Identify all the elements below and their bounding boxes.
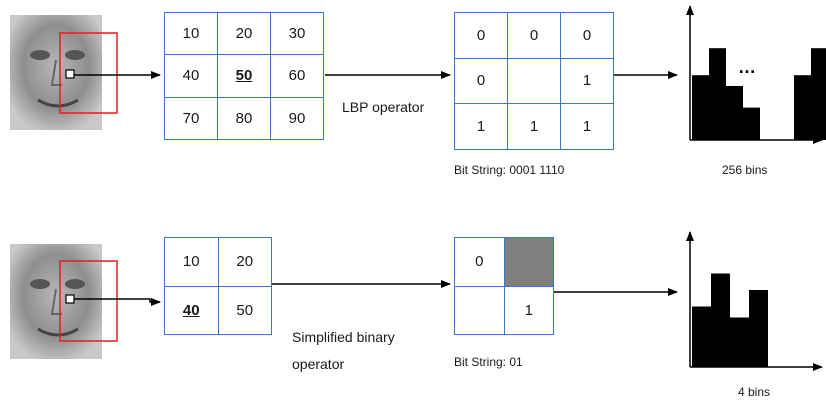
histogram-bar (692, 75, 709, 140)
arrow-face-to-grid-2 (74, 298, 161, 306)
grid-cell: 50 (217, 285, 272, 335)
bit-cell (454, 285, 505, 335)
bit-cell: 1 (560, 57, 614, 105)
bit-cell: 0 (454, 237, 505, 287)
grid-cell: 10 (164, 237, 219, 287)
binary-grid-2: 0 1 (454, 237, 554, 335)
grid-cell: 40 (164, 54, 218, 98)
roi-box-2 (59, 260, 118, 342)
bins-label-2: 4 bins (738, 385, 771, 399)
histogram-bar (749, 290, 768, 367)
bit-cell: 1 (454, 103, 508, 150)
grid-cell: 30 (270, 11, 324, 56)
roi-box-1 (59, 32, 118, 114)
masked-cell (503, 237, 554, 287)
bit-cell: 0 (454, 12, 508, 59)
bit-cell: 1 (507, 103, 561, 150)
face-image-1 (10, 15, 118, 130)
input-grid-1: 10 20 30 40 50 60 70 80 90 (164, 11, 324, 141)
grid-cell: 60 (270, 54, 324, 98)
histogram-bar (730, 317, 749, 367)
operator-label-2-line-1: Simplified binary (292, 329, 395, 345)
histogram-2 (686, 231, 823, 371)
bit-string-1: Bit String: 0001 1110 (454, 163, 565, 177)
face-image-2 (10, 244, 118, 359)
grid-cell: 20 (217, 11, 271, 56)
histogram-bar (811, 48, 826, 141)
bit-string-2: Bit String: 01 (454, 355, 523, 369)
histogram-ellipsis-1: … (738, 57, 756, 77)
grid-cell: 70 (164, 96, 218, 141)
bit-cell: 0 (560, 12, 614, 59)
grid-cell: 10 (164, 11, 218, 56)
center-cell: 50 (217, 54, 271, 98)
operator-label-2-line-2: operator (292, 356, 345, 372)
bit-cell (507, 57, 561, 105)
grid-cell: 90 (270, 96, 324, 141)
pixel-marker-2 (65, 294, 75, 304)
binary-grid-1: 0 0 0 0 1 1 1 1 (454, 12, 614, 150)
center-cell: 40 (164, 285, 219, 335)
histogram-bar (692, 306, 711, 367)
histogram-1: … (686, 5, 826, 144)
histogram-bar (743, 107, 760, 140)
bit-cell: 0 (454, 57, 508, 105)
pixel-marker-1 (65, 69, 75, 79)
grid-cell: 80 (217, 96, 271, 141)
histogram-bar (794, 75, 811, 140)
bit-cell: 0 (507, 12, 561, 59)
histogram-bar (711, 273, 730, 367)
bit-cell: 1 (503, 285, 554, 335)
bins-label-1: 256 bins (722, 163, 768, 177)
bit-cell: 1 (560, 103, 614, 150)
histogram-bar (726, 86, 743, 140)
grid-cell: 20 (217, 237, 272, 287)
operator-label-1: LBP operator (342, 99, 425, 115)
histogram-bar (709, 48, 726, 141)
input-grid-2: 10 20 40 50 (164, 237, 272, 335)
